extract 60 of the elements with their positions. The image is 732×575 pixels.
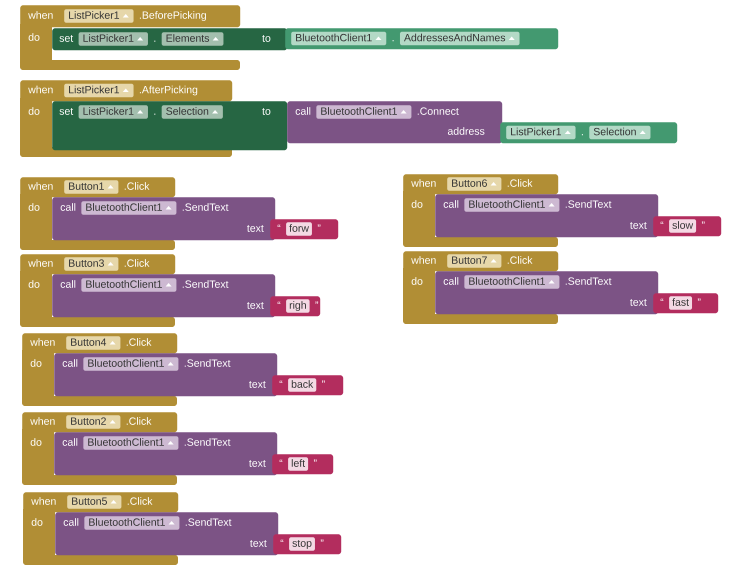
method-call-block: call BluetoothClient1 .SendText text [54, 353, 278, 396]
dropdown-chip: ListPicker1 [64, 84, 134, 98]
text-block: “ slow ” [653, 216, 722, 236]
dropdown-chip: Button6 [447, 177, 502, 191]
dropdown-chip: Elements [162, 32, 224, 46]
method-call-block: call BluetoothClient1 .SendText text [435, 194, 658, 238]
dropdown-chip: BluetoothClient1 [81, 201, 176, 215]
setter-block: set ListPicker1 . Elements to [52, 28, 288, 50]
getter-block: ListPicker1 . Selection [500, 122, 678, 144]
dropdown-chip: ListPicker1 [506, 126, 576, 140]
text-block: “ righ ” [270, 296, 320, 316]
text-block: “ left ” [272, 454, 334, 474]
dropdown-chip: BluetoothClient1 [83, 357, 178, 371]
text-value-field: slow [669, 219, 696, 233]
node-label: do [28, 33, 40, 41]
dropdown-chip: Button5 [67, 495, 122, 509]
dropdown-chip: Selection [589, 126, 650, 140]
node-label: do [412, 277, 422, 285]
dropdown-chip: BluetoothClient1 [316, 105, 412, 119]
method-call-block: call BluetoothClient1 .SendText text [55, 512, 278, 556]
text-block: “ forw ” [270, 219, 338, 240]
method-call-block: call BluetoothClient1 .SendText text [435, 271, 658, 314]
text-value-field: righ [286, 299, 310, 313]
dropdown-chip: BluetoothClient1 [81, 278, 176, 292]
dropdown-chip: Selection [162, 105, 223, 119]
node-label: do [412, 200, 422, 208]
text-value-field: back [288, 378, 316, 392]
dropdown-chip: ListPicker1 [78, 32, 148, 46]
dropdown-chip: BluetoothClient1 [84, 516, 180, 530]
node-label: do [30, 438, 42, 446]
node-label: do [28, 280, 40, 288]
dropdown-chip: BluetoothClient1 [291, 32, 386, 46]
dropdown-chip: Button4 [66, 336, 120, 350]
method-call-block: call BluetoothClient1 .SendText text [52, 274, 276, 318]
text-value-field: left [288, 457, 308, 471]
getter-block: BluetoothClient1 . AddressesAndNames [285, 28, 558, 50]
dropdown-chip: Button7 [447, 254, 502, 268]
dropdown-chip: AddressesAndNames [400, 32, 520, 46]
method-call-block: call BluetoothClient1 .SendText text [52, 197, 276, 240]
text-block: “ back ” [272, 375, 344, 396]
method-call-block: call BluetoothClient1 .SendText text [54, 432, 278, 476]
dropdown-chip: BluetoothClient1 [83, 436, 178, 450]
text-value-field: stop [289, 537, 315, 551]
dropdown-chip: BluetoothClient1 [464, 275, 560, 289]
node-label: do [32, 518, 42, 526]
node-label: do [28, 203, 40, 211]
dropdown-chip: BluetoothClient1 [464, 198, 560, 212]
text-block: “ stop ” [273, 534, 342, 554]
text-value-field: forw [286, 222, 312, 236]
node-label: do [30, 359, 42, 367]
method-call-block: call BluetoothClient1 .Connect address [287, 101, 502, 144]
node-label: do [28, 107, 40, 115]
text-value-field: fast [669, 296, 692, 310]
setter-block: set ListPicker1 . Selection to [52, 101, 288, 150]
dropdown-chip: ListPicker1 [78, 105, 148, 119]
text-block: “ fast ” [653, 293, 718, 314]
dropdown-chip: Button2 [66, 415, 120, 429]
dropdown-chip: ListPicker1 [64, 9, 134, 23]
dropdown-chip: Button3 [64, 257, 118, 271]
dropdown-chip: Button1 [64, 180, 118, 194]
